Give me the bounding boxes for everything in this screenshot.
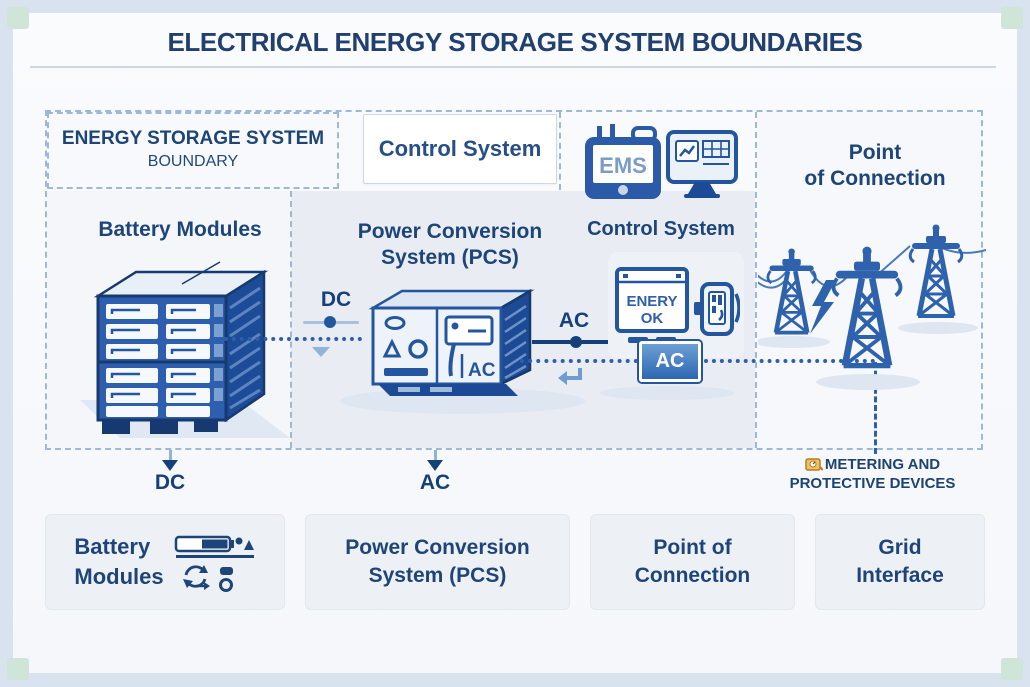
ac-mid-label: AC <box>558 309 590 332</box>
pcs-to-ac-dotted-line <box>520 359 638 363</box>
control-system-top-label: Control System <box>378 136 542 161</box>
battery-rack-illustration <box>80 261 290 438</box>
summary-box-pcs: Power Conversion System (PCS) <box>305 514 570 610</box>
pcs-cabinet-illustration: AC <box>368 288 535 396</box>
ac-out-label: AC <box>419 471 451 494</box>
ems-tablet-icon: EMS <box>585 124 661 199</box>
ac-badge: AC <box>639 341 701 382</box>
grid-drop-dashed-line <box>874 362 877 454</box>
divider-battery-pcs <box>290 191 292 448</box>
system-boundary-outline <box>45 110 983 450</box>
corner-decoration <box>1001 658 1023 680</box>
title-divider <box>30 66 996 68</box>
ac-badge-shadow <box>600 386 735 400</box>
svg-text:OK: OK <box>641 310 664 327</box>
meter-icon <box>805 458 823 472</box>
control-system-top-box: Control System <box>363 114 557 184</box>
ac-out-arrow <box>427 460 443 471</box>
dc-out-arrow-stem <box>169 450 172 461</box>
divider-control-poc <box>755 112 757 448</box>
transmission-towers-illustration <box>758 222 986 390</box>
summary-box-grid-interface: Grid Interface <box>815 514 985 610</box>
return-arrow-icon <box>558 368 582 385</box>
dc-out-arrow <box>162 460 178 471</box>
status-monitor-icon: ENERY OK <box>615 267 689 343</box>
dc-mid-label: DC <box>320 288 352 311</box>
divider-control-ems <box>559 112 561 190</box>
lightning-bolt-icon <box>810 280 836 334</box>
boundary-label-line1: ENERGY STORAGE SYSTEM <box>61 128 325 149</box>
dc-out-label: DC <box>154 471 186 494</box>
summary-box-point-of-connection: Point of Connection <box>590 514 795 610</box>
pcs-label: Power Conversion System (PCS) <box>357 220 543 270</box>
dc-down-arrow <box>312 347 330 357</box>
summary-battery-text: Battery Modules <box>74 534 164 589</box>
svg-text:AC: AC <box>468 360 496 381</box>
ac-to-grid-dotted-line <box>704 359 875 363</box>
cycle-arrows-icon <box>182 565 210 590</box>
corner-decoration <box>1001 7 1023 29</box>
page-title: ELECTRICAL ENERGY STORAGE SYSTEM BOUNDAR… <box>167 27 863 57</box>
svg-text:EMS: EMS <box>599 153 647 178</box>
point-of-connection-label: Point of Connection <box>804 141 946 191</box>
dc-slider-dot <box>324 316 336 328</box>
ac-out-arrow-stem <box>434 450 437 461</box>
battery-gauge-icon <box>174 535 254 592</box>
control-system-mid-label: Control System <box>587 218 735 240</box>
svg-text:ENERY: ENERY <box>626 293 677 310</box>
summary-box-battery-modules: Battery Modules <box>45 514 285 610</box>
battery-to-pcs-dotted-line <box>224 337 362 341</box>
metering-label: METERING AND PROTECTIVE DEVICES <box>789 456 956 492</box>
energy-storage-boundary-box: ENERGY STORAGE SYSTEM BOUNDARY <box>47 112 339 189</box>
corner-decoration <box>7 7 29 29</box>
corner-decoration <box>7 658 29 680</box>
boundary-label-line2: BOUNDARY <box>147 153 239 170</box>
handheld-meter-icon <box>694 282 740 336</box>
battery-modules-label: Battery Modules <box>98 218 262 241</box>
dashboard-monitor-icon <box>666 130 738 198</box>
